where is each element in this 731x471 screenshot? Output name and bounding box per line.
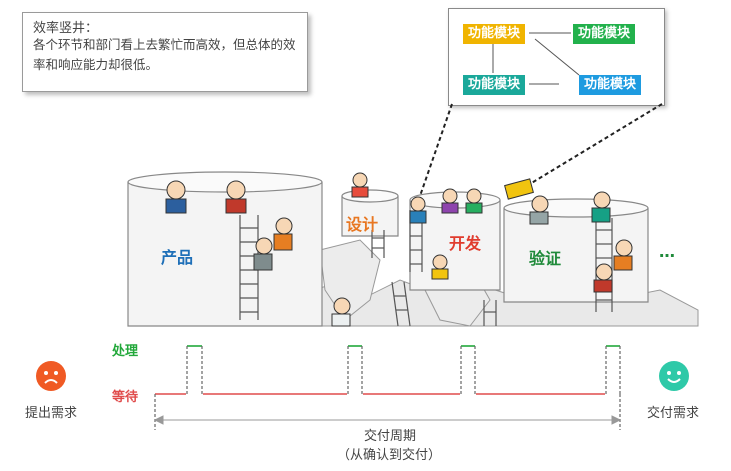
cycle-arrow bbox=[153, 415, 622, 425]
left-label: 提出需求 bbox=[25, 406, 78, 421]
module-1: 功能模块 bbox=[463, 24, 526, 44]
module-diagram: 功能模块 功能模块 功能模块 功能模块 bbox=[448, 8, 665, 106]
transitions bbox=[154, 346, 621, 430]
wait-label: 等待 bbox=[112, 390, 139, 405]
right-label: 交付需求 bbox=[647, 406, 700, 421]
silo-label-more: … bbox=[659, 242, 675, 261]
cycle-sublabel: （从确认到交付） bbox=[337, 448, 442, 463]
cycle-label: 交付周期 bbox=[364, 429, 417, 444]
silo-label-develop: 开发 bbox=[449, 234, 482, 253]
process-label: 处理 bbox=[112, 344, 139, 359]
module-2: 功能模块 bbox=[573, 24, 636, 44]
sad-face-icon bbox=[36, 361, 66, 391]
note-title: 效率竖井： bbox=[33, 21, 99, 36]
silo-label-verify: 验证 bbox=[529, 249, 562, 268]
silo-label-product: 产品 bbox=[161, 248, 194, 267]
module-4: 功能模块 bbox=[579, 75, 642, 95]
silo-label-design: 设计 bbox=[346, 215, 379, 234]
module-3: 功能模块 bbox=[463, 75, 526, 95]
note-box: 效率竖井： 各个环节和部门看上去繁忙而高效，但总体的效率和响应能力却很低。 bbox=[22, 12, 308, 92]
note-body: 各个环节和部门看上去繁忙而高效，但总体的效率和响应能力却很低。 bbox=[33, 37, 296, 72]
happy-face-icon bbox=[659, 361, 689, 391]
module-connectors bbox=[492, 32, 580, 85]
